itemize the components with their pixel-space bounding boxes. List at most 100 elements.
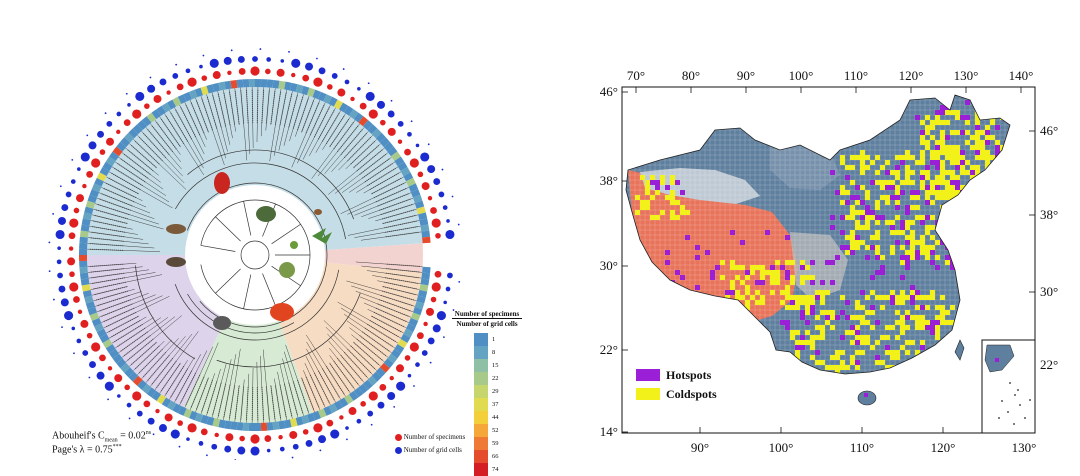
- coldspot-cell: [745, 300, 750, 305]
- coldspot-cell: [875, 245, 880, 250]
- ring-segment: [80, 231, 89, 238]
- hotspot-cell: [815, 350, 820, 355]
- coldspot-cell: [675, 200, 680, 205]
- ring-segment: [249, 423, 255, 431]
- grid-cell-dot: [126, 93, 128, 95]
- hotspot-cell: [845, 245, 850, 250]
- coldspot-cell: [930, 125, 935, 130]
- coldspot-cell: [870, 310, 875, 315]
- coldspot-cell: [825, 320, 830, 325]
- coldspot-cell: [795, 340, 800, 345]
- coldspot-cell: [925, 190, 930, 195]
- specimen-dot: [431, 297, 437, 303]
- coldspot-cell: [820, 325, 825, 330]
- hotspot-cell: [855, 340, 860, 345]
- grid-cell-dot: [127, 403, 132, 408]
- coldspot-cell: [895, 355, 900, 360]
- coldspot-cell: [635, 195, 640, 200]
- scale-swatch: [474, 359, 488, 372]
- coldspot-cell: [865, 310, 870, 315]
- specimen-dot: [187, 77, 196, 86]
- grid-cell-dot: [76, 339, 81, 344]
- grid-cell-dot: [439, 192, 445, 198]
- specimen-dot: [422, 182, 430, 190]
- hotspot-cell: [805, 320, 810, 325]
- coldspot-cell: [895, 335, 900, 340]
- top-tick-label: 70°: [627, 68, 645, 83]
- hotspot-cell: [785, 270, 790, 275]
- hotspot-cell: [840, 310, 845, 315]
- hotspot-cell: [930, 320, 935, 325]
- coldspot-cell: [940, 320, 945, 325]
- hotspot-cell: [740, 240, 745, 245]
- coldspot-cell: [930, 225, 935, 230]
- grid-cell-dot: [58, 217, 66, 225]
- coldspot-cell: [650, 215, 655, 220]
- coldspot-cell: [805, 295, 810, 300]
- grid-cell-dot: [148, 418, 155, 425]
- grid-cell-dot: [368, 82, 370, 84]
- coldspot-cell: [915, 295, 920, 300]
- coldspot-cell: [930, 185, 935, 190]
- coldspot-cell: [760, 265, 765, 270]
- legend-specimens: Number of specimens: [395, 433, 465, 441]
- coldspot-cell: [810, 345, 815, 350]
- coldspot-cell: [860, 185, 865, 190]
- hotspot-cell: [975, 150, 980, 155]
- hotspot-cell: [800, 335, 805, 340]
- coldspot-cell: [920, 235, 925, 240]
- ring-segment: [267, 422, 274, 430]
- coldspot-cell: [820, 335, 825, 340]
- hotspot-cell: [945, 135, 950, 140]
- coldspot-cell: [820, 290, 825, 295]
- specimen-dot: [213, 71, 221, 79]
- grid-cell-dot: [60, 185, 62, 187]
- grid-cell-dot: [420, 152, 429, 161]
- coldspot-cell: [820, 330, 825, 335]
- grid-cell-dot: [61, 326, 63, 328]
- coldspot-cell: [820, 300, 825, 305]
- specimen-dot: [388, 128, 396, 136]
- specimen-dot: [155, 409, 159, 413]
- coldspot-cell: [855, 200, 860, 205]
- left-tick-label: 30°: [600, 258, 618, 273]
- specimen-dot: [349, 407, 357, 415]
- coldspot-cell: [805, 340, 810, 345]
- coldspot-cell: [660, 210, 665, 215]
- bottom-tick-label: 110°: [850, 440, 874, 455]
- coldspot-cell: [795, 350, 800, 355]
- hotspot-cell: [845, 200, 850, 205]
- specimen-dot: [369, 109, 378, 118]
- coldspot-cell: [840, 155, 845, 160]
- coldspot-cell: [885, 295, 890, 300]
- hotspot-cell: [840, 230, 845, 235]
- coldspot-cell: [840, 185, 845, 190]
- specimen-dot: [404, 149, 411, 156]
- hotspot-cell: [870, 245, 875, 250]
- coldspot-cell: [670, 175, 675, 180]
- coldspot-cell: [920, 150, 925, 155]
- top-tick-label: 90°: [737, 68, 755, 83]
- hotspot-cell: [850, 250, 855, 255]
- hotspot-cell: [875, 320, 880, 325]
- specimen-dot: [435, 233, 441, 239]
- coldspot-cell: [985, 160, 990, 165]
- coldspot-cell: [815, 335, 820, 340]
- coldspot-cell: [840, 365, 845, 370]
- coldspot-cell: [935, 305, 940, 310]
- fruit-illustration: [290, 241, 298, 249]
- specimen-dot: [124, 385, 130, 391]
- grid-cell-dot: [447, 273, 453, 279]
- coldspot-cell: [920, 325, 925, 330]
- coldspot-cell: [850, 340, 855, 345]
- hotspot-cell: [960, 150, 965, 155]
- coldspot-cell: [775, 270, 780, 275]
- coldspot-cell: [855, 315, 860, 320]
- coldspot-cell: [730, 260, 735, 265]
- coldspot-cell: [895, 295, 900, 300]
- hotspot-cell: [910, 285, 915, 290]
- scale-swatch: [474, 411, 488, 424]
- specimen-dot: [360, 103, 367, 110]
- specimen-dot: [215, 433, 219, 437]
- hotspot-cell: [935, 320, 940, 325]
